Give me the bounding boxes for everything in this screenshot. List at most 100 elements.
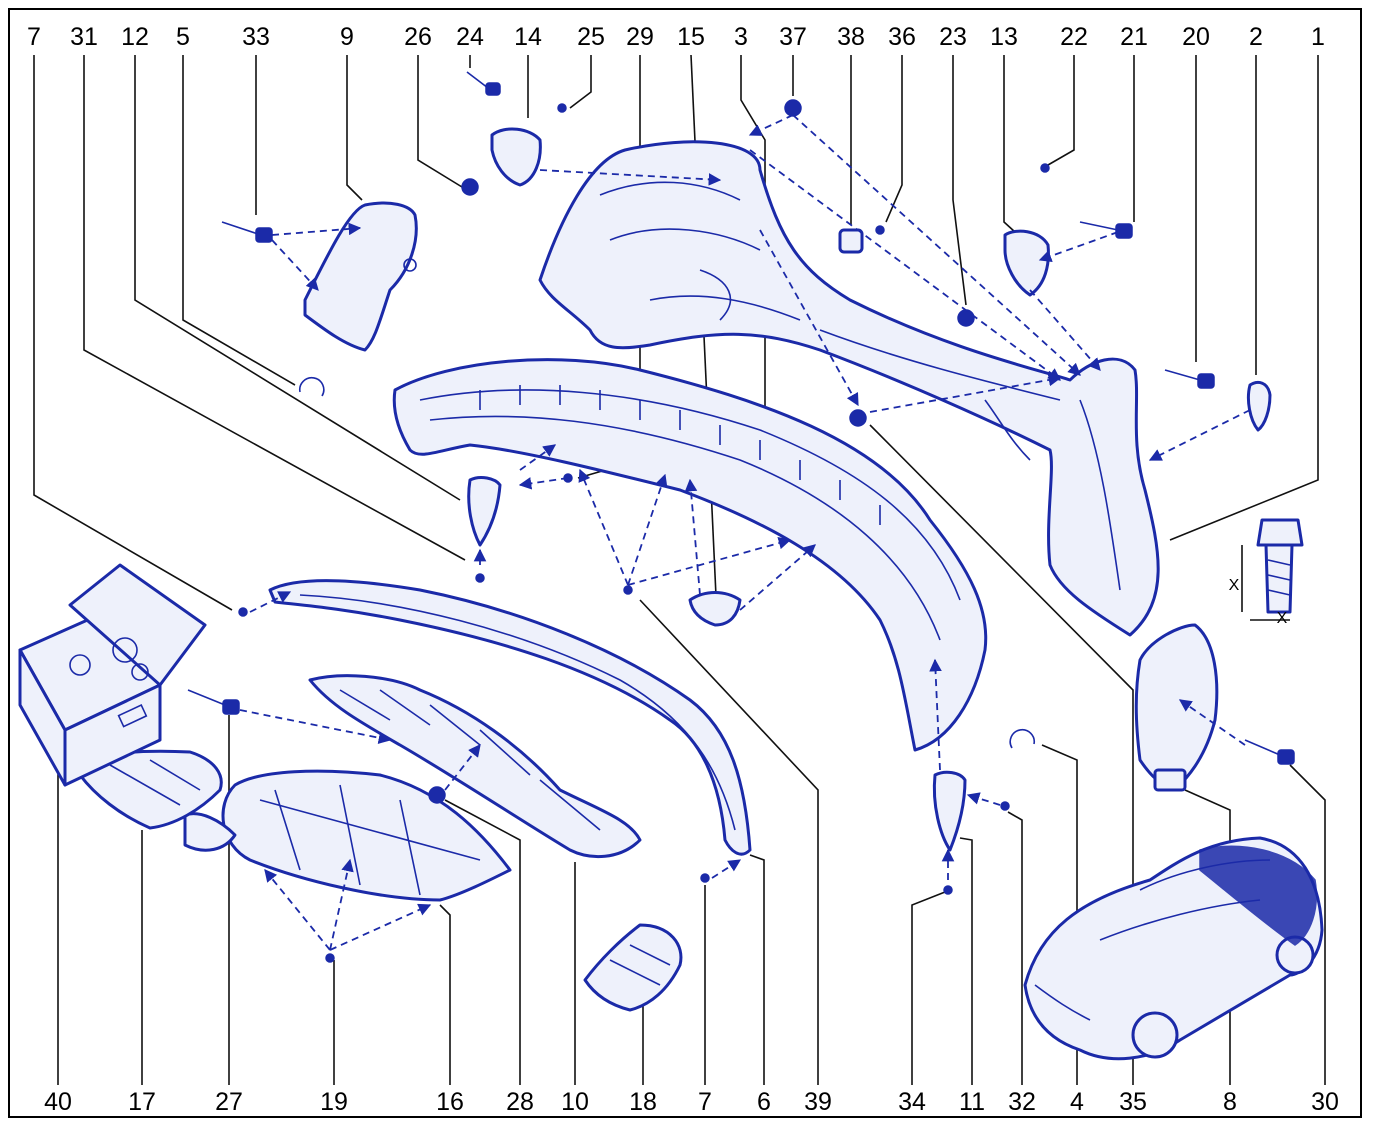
- callout-25: 25: [577, 23, 605, 51]
- rivet-30: [1244, 739, 1295, 765]
- callout-6: 6: [757, 1088, 771, 1116]
- clip-38: [838, 228, 864, 254]
- leader-34: [911, 891, 946, 1085]
- bracket-right-large: [1134, 623, 1219, 792]
- dimension-label-x-left: X: [1229, 577, 1240, 594]
- callout-21: 21: [1120, 23, 1148, 51]
- callout-27: 27: [215, 1088, 243, 1116]
- screw-22: [1040, 163, 1050, 173]
- callout-19: 19: [320, 1088, 348, 1116]
- callout-39: 39: [804, 1088, 832, 1116]
- callout-12: 12: [121, 23, 149, 51]
- vehicle-illustration: [1023, 836, 1324, 1061]
- callout-11: 11: [959, 1088, 985, 1116]
- rivet-21: [1079, 221, 1133, 239]
- dimension-label-x-bottom: X: [1277, 610, 1288, 627]
- callout-15: 15: [677, 23, 705, 51]
- leader-12: [134, 55, 461, 501]
- ring-4: [1009, 728, 1036, 749]
- callout-17: 17: [128, 1088, 156, 1116]
- callout-7-bottom: 7: [698, 1088, 712, 1116]
- leader-30: [1289, 764, 1326, 1085]
- callout-16: 16: [436, 1088, 464, 1116]
- callout-22: 22: [1060, 23, 1088, 51]
- bracket-left-upper: [303, 201, 418, 352]
- bracket-support-right-lower: [583, 923, 683, 1012]
- bracket-right-mount: [932, 770, 967, 852]
- callout-1: 1: [1311, 23, 1325, 51]
- undertray-panel: [183, 769, 512, 902]
- screw-36: [875, 225, 885, 235]
- bottom-callouts: 40 17 27 19 16 28 10 18 7 6 39 34 11 32 …: [44, 1088, 1339, 1116]
- callout-13: 13: [990, 23, 1018, 51]
- leader-7-top: [33, 55, 233, 611]
- leader-16: [439, 904, 451, 1085]
- ring-5: [298, 376, 325, 397]
- screw-7-bottom: [700, 873, 710, 883]
- leader-36: [885, 55, 903, 223]
- screw-19: [325, 953, 335, 963]
- callout-29: 29: [626, 23, 654, 51]
- leader-28: [444, 799, 521, 1085]
- callout-9: 9: [340, 23, 354, 51]
- bumper-reinforcement-beam: [392, 358, 988, 752]
- callout-34: 34: [898, 1088, 926, 1116]
- callout-28: 28: [506, 1088, 534, 1116]
- fasteners: [187, 71, 1295, 963]
- callout-5: 5: [176, 23, 190, 51]
- callout-7-top: 7: [27, 23, 41, 51]
- lower-spoiler-strip: [268, 579, 752, 856]
- callout-4: 4: [1070, 1088, 1084, 1116]
- callout-3: 3: [734, 23, 748, 51]
- rivet-27: [187, 689, 240, 715]
- callout-18: 18: [629, 1088, 657, 1116]
- clip-35: [849, 409, 867, 427]
- callout-31: 31: [70, 23, 98, 51]
- callout-32: 32: [1008, 1088, 1036, 1116]
- bracket-right-2: [1246, 381, 1272, 432]
- screw-32: [1000, 801, 1010, 811]
- screw-25: [557, 103, 567, 113]
- callout-35: 35: [1119, 1088, 1147, 1116]
- callout-40: 40: [44, 1088, 72, 1116]
- clip-28: [428, 786, 446, 804]
- leader-32: [1007, 811, 1023, 1085]
- assembly-arrows: [239, 114, 1251, 951]
- callout-2: 2: [1249, 23, 1263, 51]
- clip-23: [957, 309, 975, 327]
- callout-36: 36: [888, 23, 916, 51]
- callout-30: 30: [1311, 1088, 1339, 1116]
- leader-13: [1003, 55, 1016, 233]
- rear-bumper-outer-shell: [538, 140, 1160, 637]
- callout-26: 26: [404, 23, 432, 51]
- leader-11: [959, 837, 973, 1085]
- bracket-support-left-lower: [78, 749, 223, 830]
- screw-31: [475, 573, 485, 583]
- callout-33: 33: [242, 23, 270, 51]
- callout-37: 37: [779, 23, 807, 51]
- leader-9: [346, 55, 363, 201]
- callout-14: 14: [514, 23, 542, 51]
- clip-26: [461, 178, 479, 196]
- rivet-20: [1164, 369, 1215, 389]
- leader-39: [639, 599, 819, 1085]
- callout-8: 8: [1223, 1088, 1237, 1116]
- leader-5: [182, 55, 296, 386]
- accessory-kit-box: [18, 563, 207, 787]
- screw-34: [943, 885, 953, 895]
- leader-6: [749, 854, 765, 1085]
- bracket-left-mount: [467, 476, 502, 547]
- bracket-center: [688, 591, 742, 627]
- leader-26: [417, 55, 463, 188]
- bracket-top-13: [1003, 229, 1050, 297]
- callout-23: 23: [939, 23, 967, 51]
- bracket-top-14: [490, 127, 542, 187]
- leader-31: [83, 55, 466, 561]
- screw-7-top: [238, 607, 248, 617]
- energy-absorber: [308, 674, 642, 859]
- callout-38: 38: [837, 23, 865, 51]
- screw-dimension-inset: X X: [1229, 518, 1304, 627]
- callout-20: 20: [1182, 23, 1210, 51]
- callout-24: 24: [456, 23, 484, 51]
